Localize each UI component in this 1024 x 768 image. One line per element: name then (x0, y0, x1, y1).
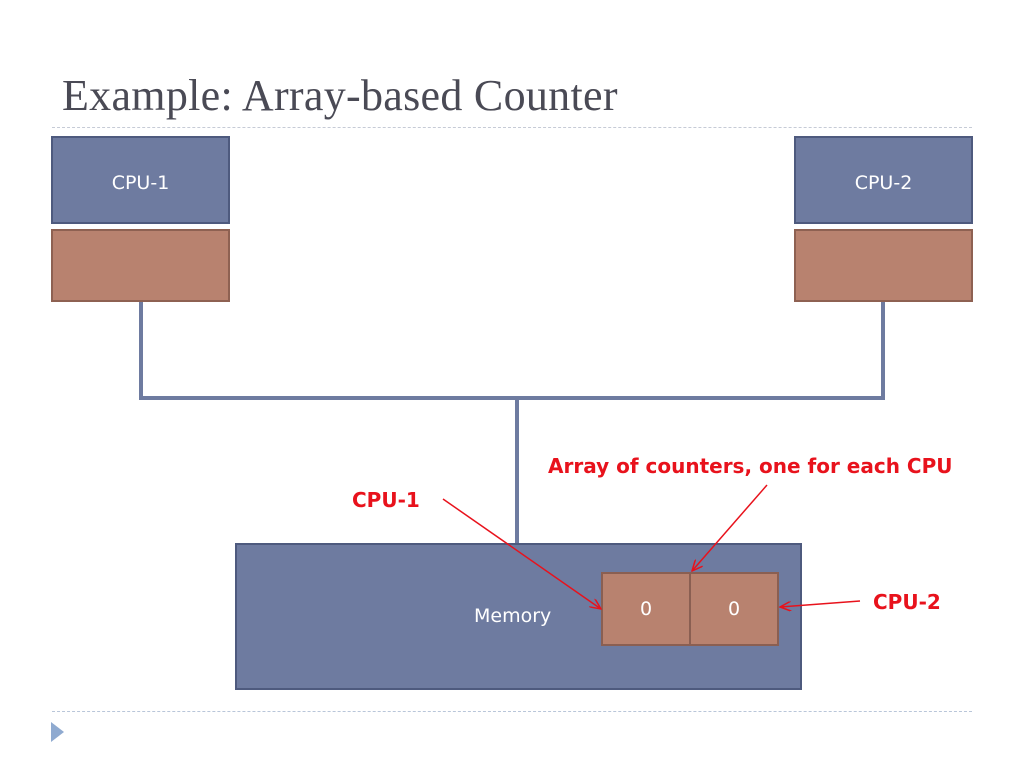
counter-value-cpu-2: 0 (727, 598, 741, 620)
array-annotation: Array of counters, one for each CPU (548, 454, 953, 478)
cpu-1-pointer-arrow (442, 498, 601, 609)
cpu-1-label: CPU-1 (111, 172, 170, 194)
array-annotation-arrow (692, 484, 768, 571)
cpu-1-box: CPU-1 (51, 136, 230, 224)
counter-cell-cpu-1: 0 (601, 572, 691, 646)
cpu-2-pointer-arrow (780, 600, 861, 607)
cpu-1-pointer-label: CPU-1 (352, 488, 420, 512)
cpu-1-cache (51, 229, 230, 302)
counter-cell-cpu-2: 0 (689, 572, 779, 646)
memory-label: Memory (474, 605, 552, 627)
cpu-2-cache (794, 229, 973, 302)
slide-title: Example: Array-based Counter (62, 71, 618, 120)
counter-value-cpu-1: 0 (639, 598, 653, 620)
cpu-2-pointer-label: CPU-2 (873, 590, 941, 614)
cpu-2-label: CPU-2 (854, 172, 913, 194)
bullet-triangle-icon (51, 722, 64, 742)
cpu-2-box: CPU-2 (794, 136, 973, 224)
title-separator (52, 127, 972, 128)
footer-separator (52, 711, 972, 712)
